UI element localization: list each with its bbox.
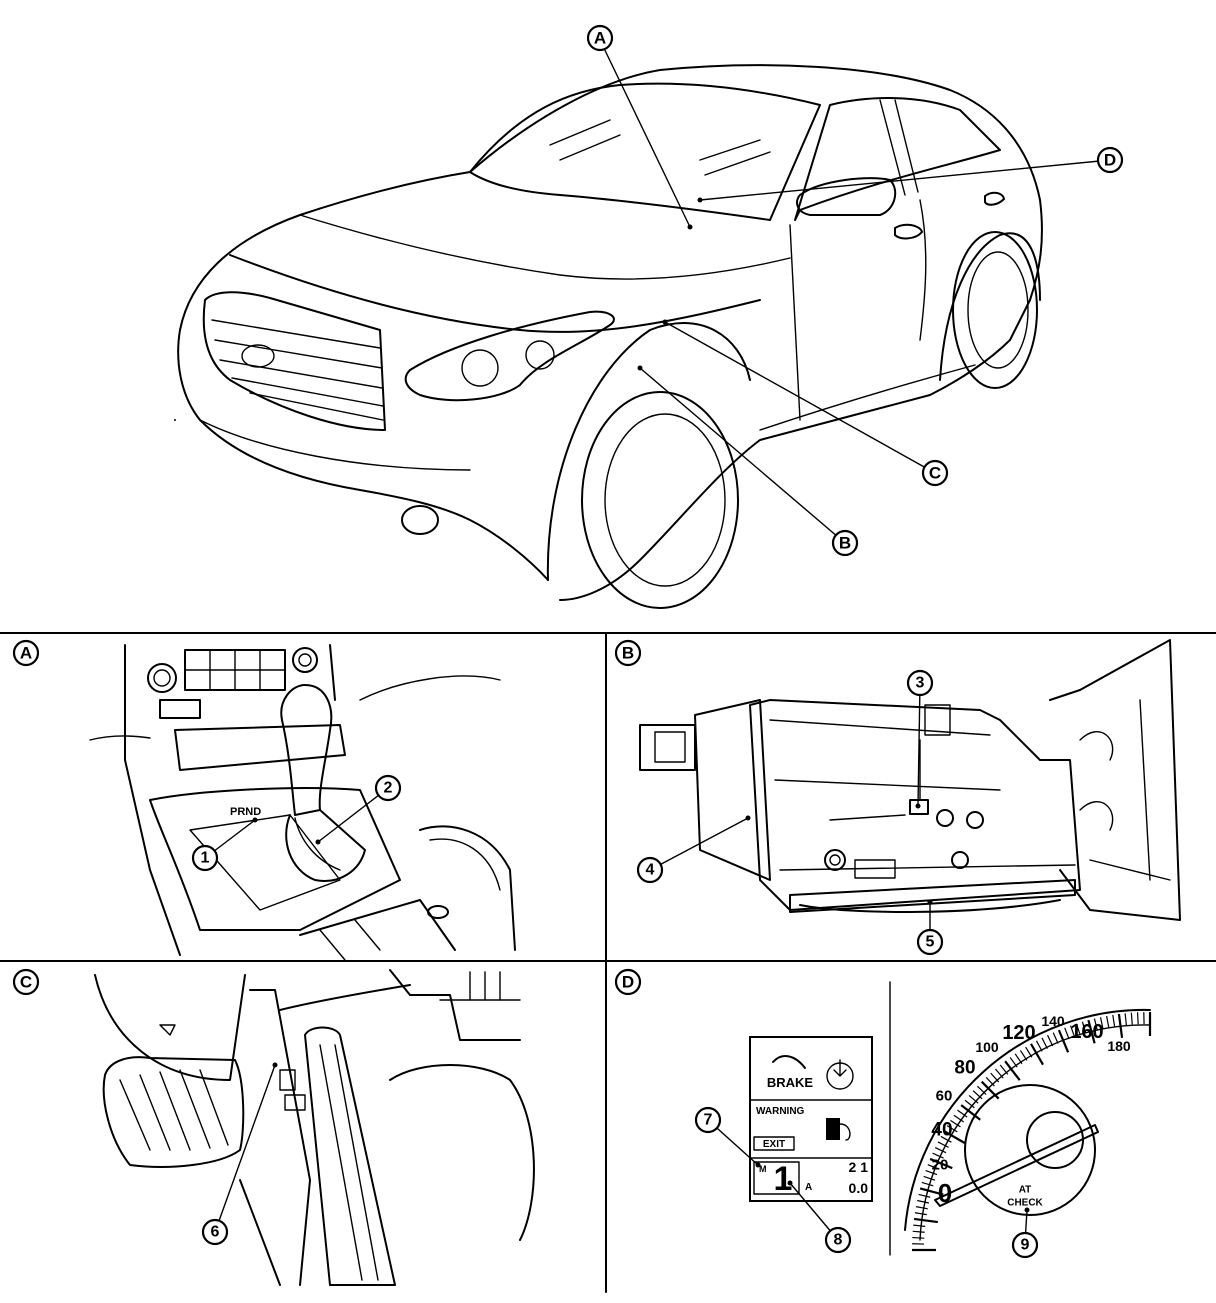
gear-row-value: 2 1	[849, 1159, 869, 1175]
speedometer-needle	[935, 1125, 1098, 1206]
callout-d: D	[1098, 148, 1122, 172]
callout-b-label: B	[839, 534, 851, 553]
speedometer-tick	[1125, 1013, 1126, 1025]
panel-c-label: C	[20, 973, 32, 992]
brake-label: BRAKE	[767, 1075, 814, 1090]
at-check-line2: CHECK	[1007, 1198, 1043, 1209]
tick-label-60: 60	[936, 1088, 953, 1105]
item-6-label: 6	[211, 1224, 220, 1241]
speedometer-tick	[986, 1077, 994, 1086]
panel-grid	[0, 633, 1216, 1292]
speedometer-tick	[995, 1069, 1003, 1078]
speedometer-tick	[973, 1091, 982, 1099]
item-8-label: 8	[834, 1232, 843, 1249]
tick-label-0: 0	[938, 1178, 952, 1208]
speedometer-tick	[1065, 1028, 1069, 1039]
gate-indicator: PRND	[230, 806, 261, 818]
vehicle-overview	[178, 65, 1042, 608]
speedometer-tick	[1119, 1014, 1122, 1038]
speedometer: 0 20 40 60 80 100 120 140 160 180 AT CHE…	[905, 1010, 1150, 1250]
item-9-label: 9	[1021, 1237, 1030, 1254]
speedometer-tick	[1042, 1038, 1047, 1049]
callout-b: B	[833, 531, 857, 555]
speedometer-tick	[1015, 1054, 1022, 1064]
speedometer-tick	[919, 1194, 931, 1197]
speedometer-tick	[914, 1219, 938, 1222]
panel-a-label: A	[20, 644, 32, 663]
mode-a-label: A	[805, 1182, 812, 1193]
speedometer-tick	[1000, 1065, 1008, 1074]
panel-a: A PRND 1 2	[14, 420, 515, 960]
speedometer-tick	[915, 1213, 927, 1215]
panel-b-label: B	[622, 644, 634, 663]
speedometer-tick	[924, 1176, 935, 1180]
item-4-label: 4	[646, 862, 655, 879]
item-7-label: 7	[704, 1112, 713, 1129]
tick-label-80: 80	[954, 1058, 975, 1079]
callout-c-label: C	[929, 464, 941, 483]
speedometer-tick	[1020, 1050, 1027, 1060]
speedometer-tick	[1010, 1057, 1017, 1067]
panel-d-label: D	[622, 973, 634, 992]
information-display: BRAKE WARNING EXIT M 1 A 2 1 0.0	[750, 1037, 872, 1201]
tick-label-140: 140	[1041, 1013, 1065, 1029]
callout-a: A	[588, 26, 612, 50]
item-1-label: 1	[201, 850, 210, 867]
panel-d: D BRAKE WARNING EXIT M 1 A 2 1 0.0 7	[616, 970, 1150, 1257]
speedometer-tick	[913, 1231, 925, 1232]
speedometer-tick	[982, 1082, 999, 1099]
speedometer-tick	[977, 1086, 986, 1094]
callout-a-label: A	[594, 29, 606, 48]
speedometer-tick	[1036, 1041, 1042, 1052]
speedometer-tick	[1113, 1015, 1115, 1027]
speedometer-tick	[1026, 1047, 1032, 1057]
item-2-label: 2	[384, 780, 393, 797]
callout-d-label: D	[1104, 151, 1116, 170]
speedometer-tick	[912, 1238, 924, 1239]
tick-label-180: 180	[1107, 1038, 1131, 1054]
panel-b: B 3 4 5	[616, 640, 1180, 954]
tick-label-40: 40	[931, 1120, 952, 1141]
item-5-label: 5	[926, 934, 935, 951]
speedometer-tick	[916, 1207, 928, 1209]
speedometer-tick	[917, 1201, 929, 1203]
speedometer-tick	[1053, 1033, 1058, 1044]
speedometer-tick	[922, 1182, 934, 1185]
speedometer-tick	[1048, 1035, 1053, 1046]
tick-label-120: 120	[1002, 1022, 1035, 1044]
fuel-pump-icon	[826, 1118, 840, 1140]
speedometer-tick	[991, 1073, 999, 1082]
item-3-label: 3	[916, 675, 925, 692]
at-check-line1: AT	[1019, 1185, 1032, 1196]
numeric-readout: 0.0	[849, 1180, 869, 1196]
gear-position: 1	[774, 1160, 793, 1198]
warning-label: WARNING	[756, 1106, 805, 1117]
tick-label-100: 100	[975, 1039, 999, 1055]
speedometer-tick	[913, 1225, 925, 1226]
speedometer-tick	[1138, 1012, 1139, 1024]
exit-label: EXIT	[763, 1139, 785, 1150]
tick-label-20: 20	[932, 1157, 949, 1174]
panel-c: C 6	[14, 970, 534, 1285]
tick-label-160: 160	[1070, 1021, 1103, 1043]
speedometer-tick	[1107, 1016, 1109, 1028]
speedometer-tick	[1131, 1013, 1132, 1025]
callout-c: C	[923, 461, 947, 485]
